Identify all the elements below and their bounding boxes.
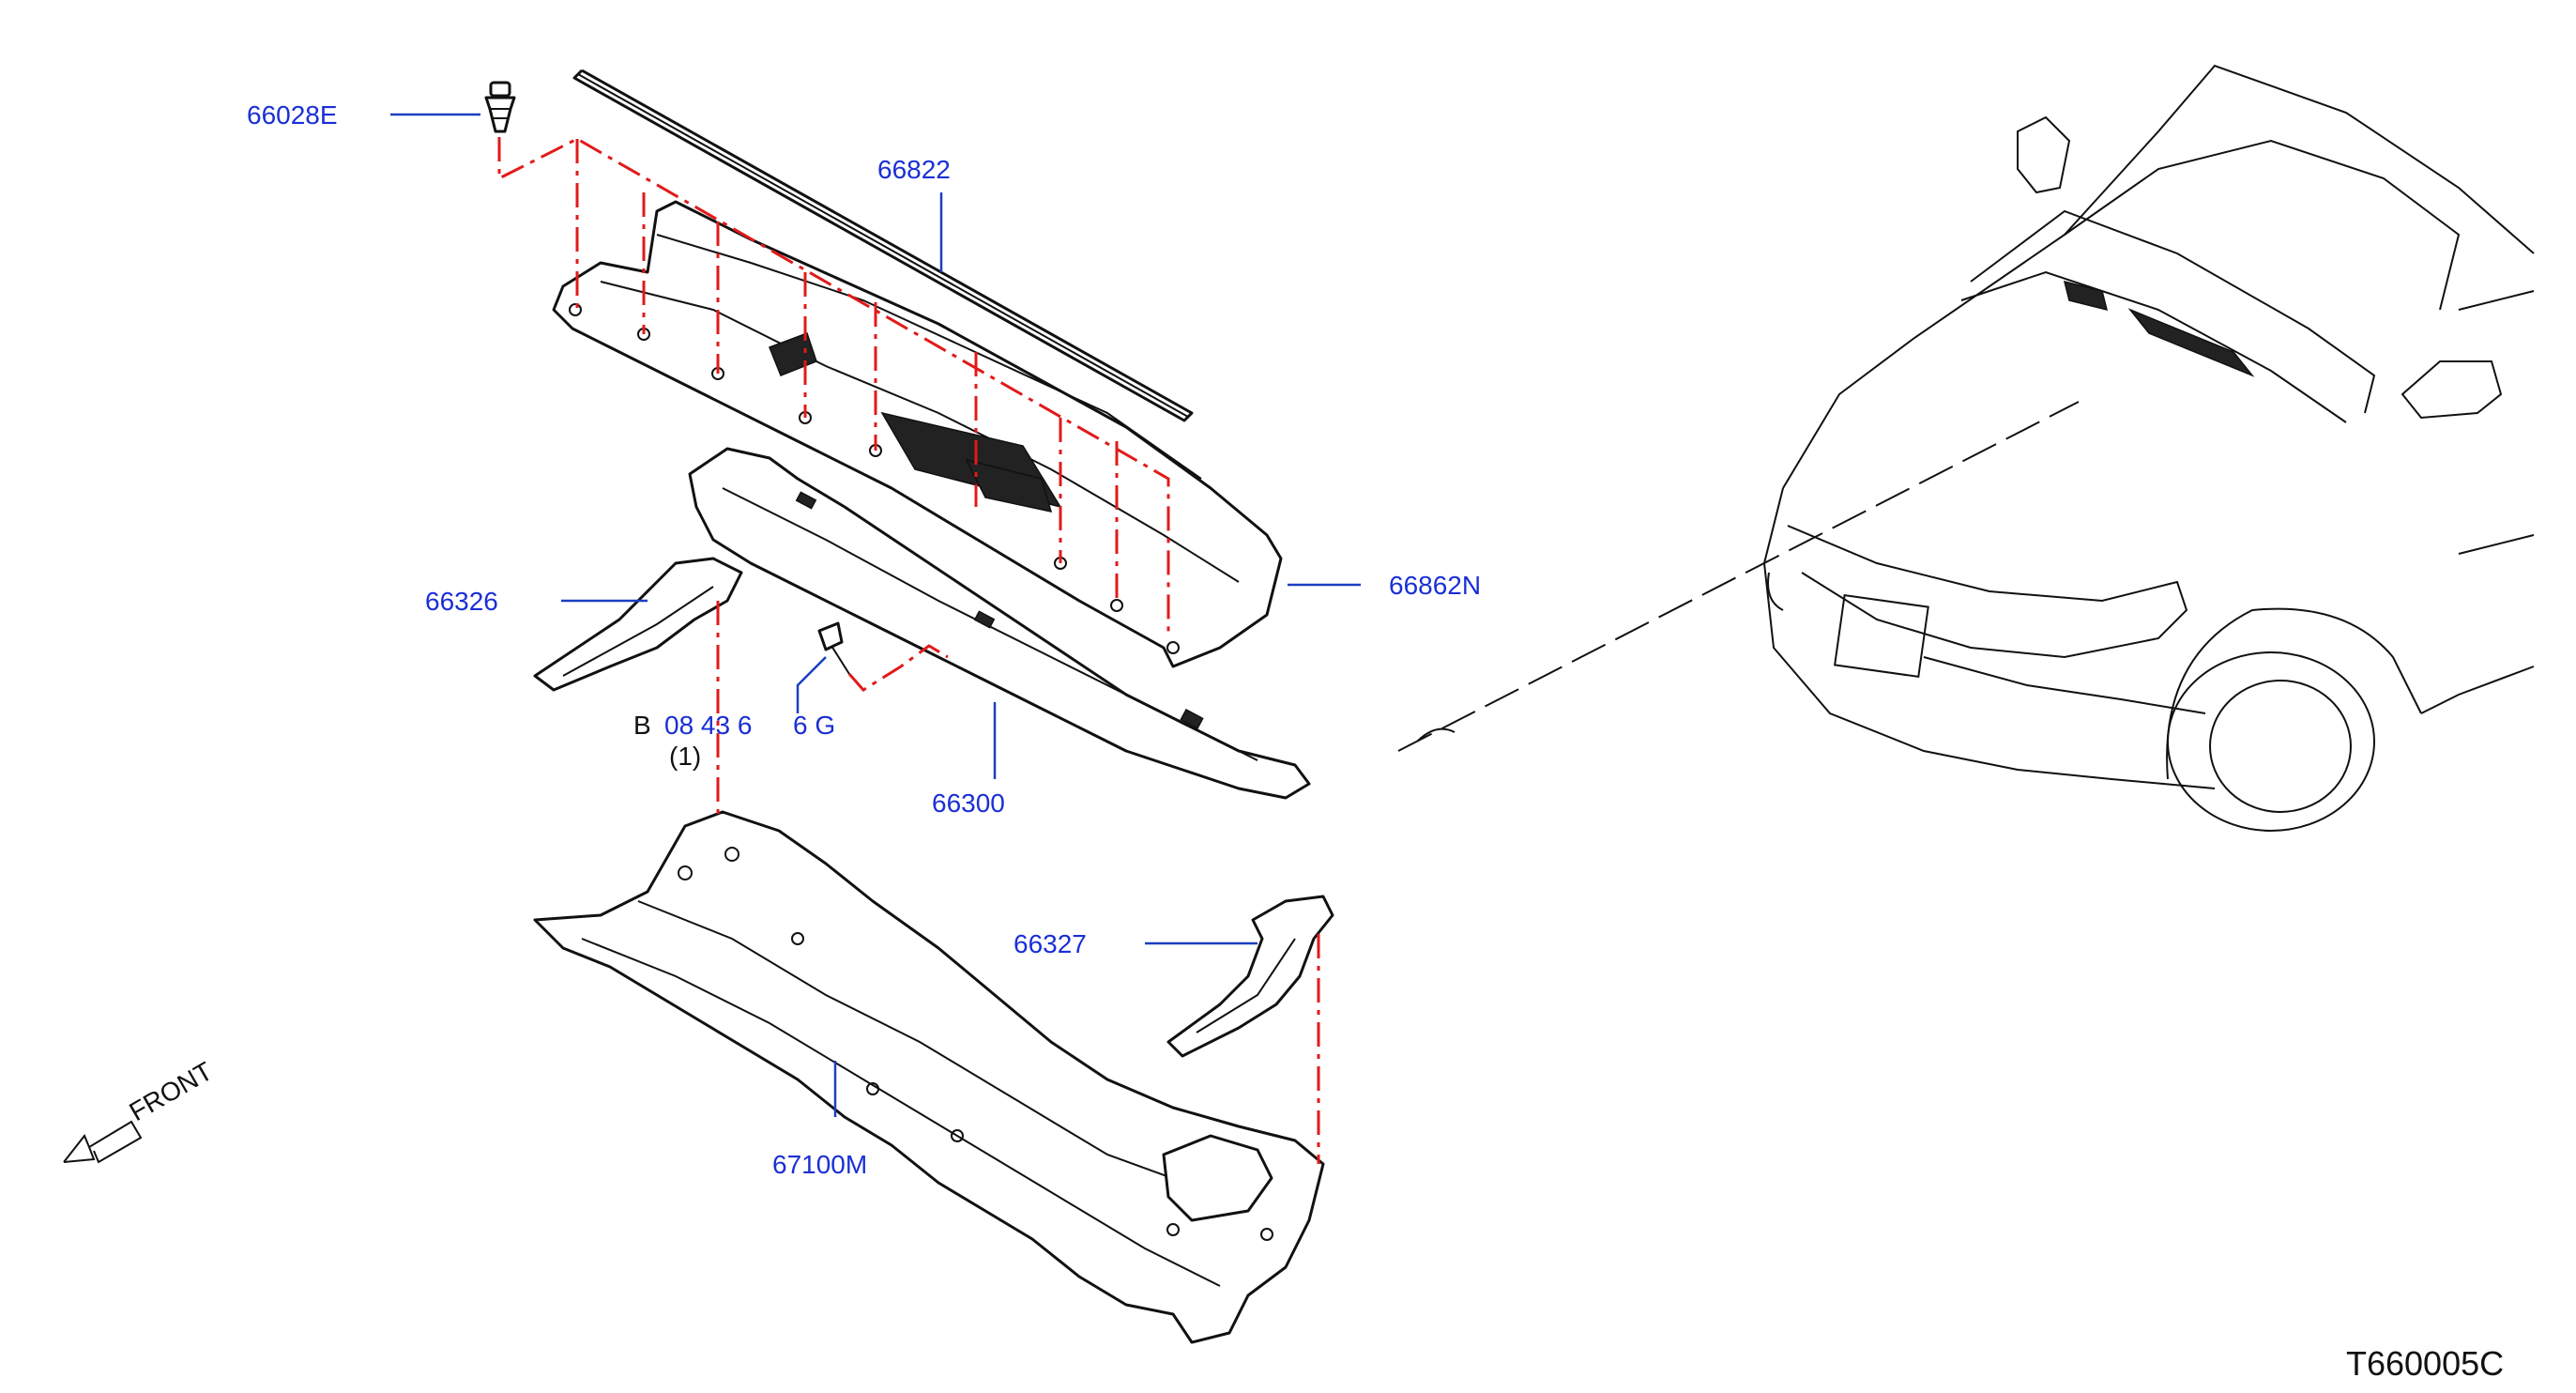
part-label-66862N: 66862N [1389,571,1481,600]
vehicle-sketch [1762,64,2535,832]
bolt-label-prefix: B [633,711,651,740]
service-opening [1162,1134,1273,1222]
front-label: FRONT [125,1056,218,1126]
vent-grille-right [965,458,1053,513]
bolt-label-mid: 08 43 6 [664,711,752,740]
clip-66028E [484,81,516,133]
dash-panel-67100M [533,810,1325,1344]
part-label-66822: 66822 [877,155,951,184]
bolt-label-suffix: 6 G [793,711,835,740]
clip-holes [569,303,1180,654]
part-label-66028E: 66028E [247,100,338,130]
diagram-code: T660005C [2346,1344,2504,1383]
mounting-holes [678,847,1273,1241]
bolt [817,621,850,675]
part-label-66300: 66300 [932,788,1005,818]
bracket-66327 [1166,895,1334,1058]
bolt-label: B 08 43 6 6 G (1) [633,711,835,771]
view-reference-line [1397,401,2080,752]
part-label-66326: 66326 [425,587,498,616]
bracket-66326 [533,557,743,692]
assembly-lines [497,137,1320,1164]
front-arrow: FRONT [63,1056,218,1164]
part-label-67100M: 67100M [772,1150,867,1179]
cowl-panel-66300 [688,447,1311,800]
bolt-label-qty: (1) [669,742,701,771]
part-label-66327: 66327 [1014,929,1087,958]
leader-lines [390,113,1361,1117]
wheel [2166,607,2422,832]
seal-strip-66822 [572,69,1194,422]
